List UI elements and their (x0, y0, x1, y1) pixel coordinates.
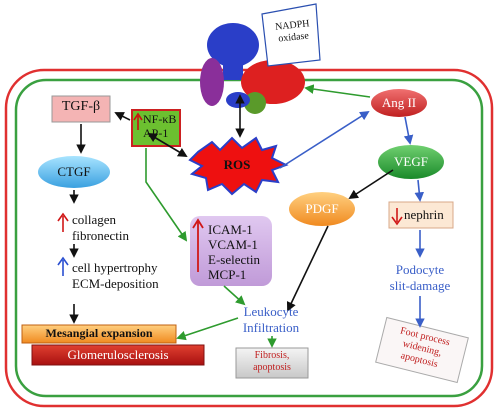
nfkb-line2: AP-1 (143, 126, 169, 140)
mesangial-bar (21, 324, 177, 344)
fibrosis-line2: apoptosis (253, 362, 291, 373)
arrow-angii-nadph (304, 84, 371, 98)
arrow-ros-nfkb (147, 133, 188, 157)
nadph-oxidase-label: NADPH oxidase (270, 18, 316, 46)
pdgf-oval (289, 192, 355, 226)
arrow-nfkb-tgf (114, 112, 131, 121)
adhesion-molecules-box (190, 216, 272, 286)
arrow-ros-angii (279, 110, 370, 169)
arrow-leukocyte-mesangial (176, 317, 239, 341)
ang-ii-label: Ang II (381, 95, 417, 110)
ctgf-oval (38, 156, 110, 188)
glomerulosclerosis-bar (31, 344, 205, 366)
tgf-beta-box (51, 95, 111, 123)
tgf-beta-label: TGF-β (61, 99, 101, 114)
collagen-line1: collagen (72, 212, 117, 227)
arrow-angii-vegf (403, 116, 414, 145)
fibrosis-box (235, 347, 309, 379)
vcam-1-label: VCAM-1 (208, 237, 258, 252)
arrow-vegf-nephrin (414, 179, 425, 202)
glomerulosclerosis-label: Glomerulosclerosis (67, 347, 169, 362)
nephrin-label: nephrin (404, 207, 444, 222)
arrow-pdgf-leukocyte (286, 225, 329, 312)
leukocyte-line2: Infiltration (242, 320, 300, 335)
nfkb-label: NF-κB AP-1 (143, 112, 176, 140)
foot-process-box (375, 316, 469, 384)
vegf-label: VEGF (394, 154, 428, 169)
nadph-label-box (261, 3, 321, 67)
pdgf-label: PDGF (305, 201, 339, 216)
ctgf-label: CTGF (57, 164, 91, 179)
adhesion-molecules-label: ICAM-1 VCAM-1 E-selectin MCP-1 (208, 222, 260, 282)
podocyte-label: Podocyte slit-damage (378, 262, 462, 294)
fibrosis-line1: Fibrosis, (254, 350, 290, 361)
podocyte-line1: Podocyte (395, 262, 445, 277)
arrow-adhesion-leukocyte (223, 285, 246, 306)
hypertrophy-label: cell hypertrophy ECM-deposition (72, 260, 159, 292)
collagen-line2: fibronectin (72, 228, 130, 243)
mesangial-label: Mesangial expansion (45, 326, 153, 340)
leukocyte-label: Leukocyte Infiltration (228, 304, 314, 336)
leukocyte-line1: Leukocyte (243, 304, 299, 319)
hypertrophy-line1: cell hypertrophy (72, 260, 158, 275)
vegf-oval (378, 145, 444, 179)
arrow-nfkb-adhesion (145, 148, 188, 242)
ros-star (188, 136, 289, 196)
podocyte-line2: slit-damage (389, 278, 451, 293)
collagen-fibronectin-label: collagen fibronectin (72, 212, 129, 244)
mcp-1-label: MCP-1 (208, 267, 247, 282)
nephrin-box (388, 201, 454, 229)
icam-1-label: ICAM-1 (208, 222, 253, 237)
e-selectin-label: E-selectin (208, 252, 260, 267)
arrow-vegf-pdgf (348, 169, 394, 200)
fibrosis-label: Fibrosis, apoptosis (236, 350, 308, 374)
ang-ii-oval (371, 89, 427, 117)
hypertrophy-line2: ECM-deposition (72, 276, 159, 291)
nfkb-line1: NF-κB (143, 112, 177, 126)
ros-label: ROS (223, 157, 251, 172)
